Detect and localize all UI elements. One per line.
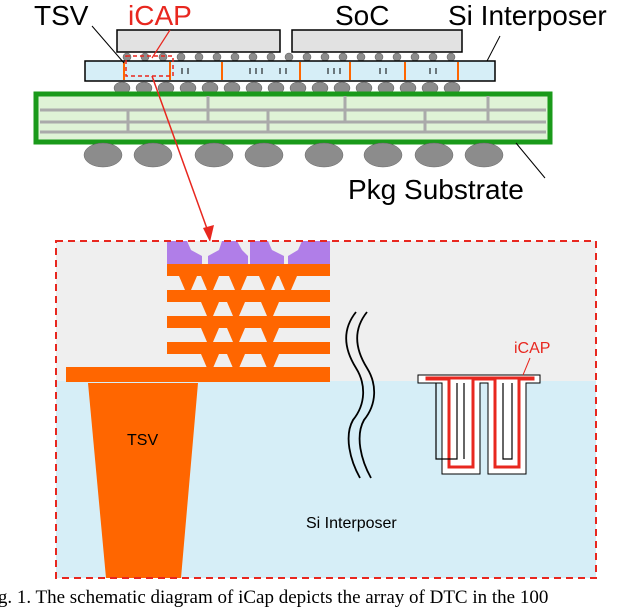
metal-line xyxy=(167,290,330,302)
micro-bump xyxy=(428,52,438,62)
si-interposer-label-detail: Si Interposer xyxy=(306,515,397,532)
package-substrate xyxy=(33,91,553,145)
micro-bump xyxy=(338,52,348,62)
bga-ball xyxy=(363,142,403,168)
via xyxy=(201,302,219,316)
micro-bump xyxy=(158,52,168,62)
bga-ball xyxy=(464,142,504,168)
micro-bump xyxy=(392,52,402,62)
via xyxy=(229,276,247,290)
metal-line xyxy=(167,264,330,276)
bga-ball xyxy=(194,142,234,168)
via xyxy=(261,328,279,342)
die-left xyxy=(116,29,281,53)
soc-die xyxy=(291,29,463,53)
micro-bump xyxy=(320,52,330,62)
icap-detail-leader xyxy=(522,357,531,376)
micro-bump xyxy=(446,52,456,62)
si-interposer xyxy=(84,60,496,82)
via xyxy=(227,302,245,316)
micro-bump xyxy=(356,52,366,62)
tsv-body xyxy=(88,383,198,578)
micro-bump xyxy=(302,52,312,62)
pkg-substrate-label: Pkg Substrate xyxy=(348,174,524,205)
zoom-frame xyxy=(55,240,597,579)
via xyxy=(201,276,219,290)
tsv-leader-line xyxy=(91,25,125,64)
micro-bump xyxy=(374,52,384,62)
icap-leader-line xyxy=(151,29,171,59)
figure-caption: Fig. 1. The schematic diagram of iCap de… xyxy=(0,587,548,608)
si-interposer-leader-line xyxy=(486,35,501,62)
bga-ball xyxy=(414,142,454,168)
substrate-vias xyxy=(126,96,490,132)
micro-bump xyxy=(266,52,276,62)
tsv-label-top: TSV xyxy=(34,0,89,31)
micro-bump xyxy=(284,52,294,62)
micro-bump-pads xyxy=(167,241,330,264)
bga-ball xyxy=(244,142,284,168)
via xyxy=(261,354,279,368)
trench-capacitor xyxy=(417,374,541,475)
zoom-arrow xyxy=(151,75,211,238)
via xyxy=(279,276,297,290)
via xyxy=(259,276,277,290)
interposer-ticks xyxy=(181,68,437,74)
micro-bump xyxy=(410,52,420,62)
micro-bump xyxy=(248,52,258,62)
micro-bump xyxy=(230,52,240,62)
c4-bumps xyxy=(113,81,461,95)
icap-label-detail: iCAP xyxy=(514,340,550,357)
bga-ball xyxy=(133,142,173,168)
via xyxy=(201,354,219,368)
via xyxy=(179,276,197,290)
metal-line xyxy=(167,316,330,328)
via xyxy=(201,328,219,342)
icap-label-top: iCAP xyxy=(128,0,192,31)
icap-highlight-box xyxy=(125,55,174,77)
icap-detail-view: TSV iCAP Si Interposer xyxy=(55,240,597,579)
tsv-lines xyxy=(123,62,459,80)
micro-bump xyxy=(212,52,222,62)
micro-bump xyxy=(140,52,150,62)
bga-balls xyxy=(83,142,504,168)
micro-bump xyxy=(122,52,132,62)
tsv-label-detail: TSV xyxy=(127,432,158,449)
tsv-landing-pad xyxy=(66,367,330,382)
pkg-substrate-leader-line xyxy=(515,142,546,179)
break-marks xyxy=(345,311,376,479)
si-interposer-label-top: Si Interposer xyxy=(448,0,607,31)
zoom-arrowhead xyxy=(203,225,214,242)
metal-stack xyxy=(167,264,330,368)
metal-line xyxy=(167,342,330,354)
micro-bump xyxy=(194,52,204,62)
substrate-traces xyxy=(40,108,546,134)
soc-label: SoC xyxy=(335,0,389,31)
bga-ball xyxy=(83,142,123,168)
via xyxy=(227,354,245,368)
via xyxy=(261,302,279,316)
bga-ball xyxy=(304,142,344,168)
via xyxy=(227,328,245,342)
package-cross-section: TSV iCAP SoC Si Interposer Pkg Substrate xyxy=(33,0,607,242)
micro-bump xyxy=(176,52,186,62)
